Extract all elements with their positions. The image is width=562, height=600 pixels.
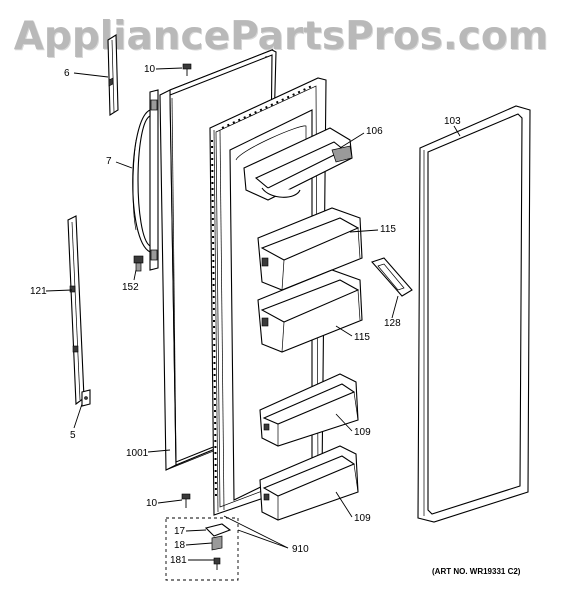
door-shelf-109-upper xyxy=(259,373,359,447)
callout-103: 103 xyxy=(444,116,461,127)
callout-121: 121 xyxy=(30,286,47,297)
gasket-frame-dots xyxy=(211,85,313,501)
callout-109-upper: 109 xyxy=(354,427,371,438)
callout-109-lower: 109 xyxy=(354,513,371,524)
screw-top-part xyxy=(182,63,192,76)
callout-181: 181 xyxy=(170,555,187,566)
door-bin-115-upper xyxy=(257,207,363,291)
hinge-kit-box xyxy=(165,517,239,581)
callout-152: 152 xyxy=(122,282,139,293)
cap-5-part xyxy=(81,389,91,407)
callout-18: 18 xyxy=(174,540,186,551)
callout-115-lower: 115 xyxy=(354,332,370,343)
callout-128: 128 xyxy=(384,318,401,329)
callout-labels: 6 10 7 152 121 5 1001 10 17 18 181 910 1… xyxy=(30,64,521,576)
watermark: AppliancePartsPros.com xyxy=(13,14,549,59)
art-number: (ART NO. WR19331 C2) xyxy=(432,567,521,576)
callout-6: 6 xyxy=(64,68,70,79)
callout-5: 5 xyxy=(70,430,76,441)
callout-10-top: 10 xyxy=(144,64,156,75)
door-shelf-109-lower xyxy=(259,445,359,521)
handle-trim-part xyxy=(107,34,119,116)
door-handle-part xyxy=(132,89,159,271)
callout-910: 910 xyxy=(292,544,309,555)
clip-128-part xyxy=(371,257,413,297)
callout-106: 106 xyxy=(366,126,383,137)
callout-17: 17 xyxy=(174,526,186,537)
callout-115-upper: 115 xyxy=(380,224,396,235)
callout-7: 7 xyxy=(106,156,112,167)
leader-lines xyxy=(45,67,461,561)
callout-1001: 1001 xyxy=(126,448,149,459)
dairy-bin-106 xyxy=(243,127,353,201)
door-gasket-103 xyxy=(417,105,531,523)
screw-bottom-part xyxy=(181,493,191,508)
door-bin-115-lower xyxy=(257,269,363,353)
trim-121-part xyxy=(67,215,85,406)
clip-152-part xyxy=(133,255,144,272)
callout-10-bottom: 10 xyxy=(146,498,158,509)
